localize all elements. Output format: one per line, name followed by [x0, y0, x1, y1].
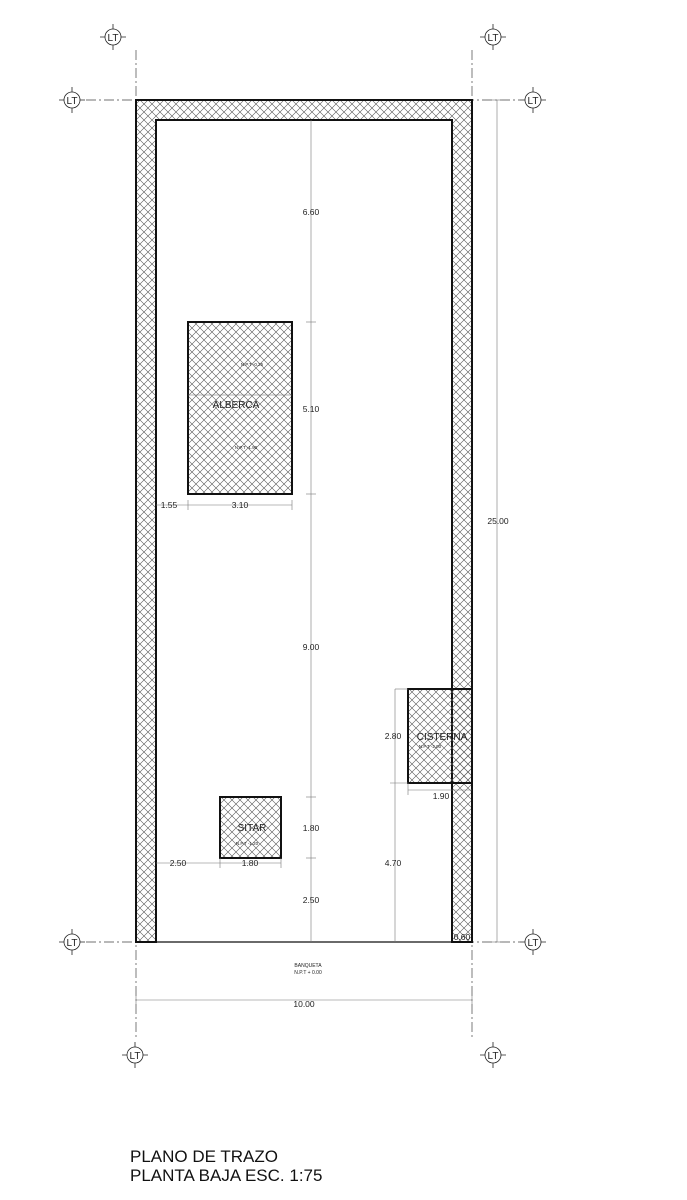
sitar-label: SITAR — [238, 823, 267, 834]
cisterna-label: CISTERNA — [417, 732, 468, 743]
dim-2-50-vertical: 2.50 — [303, 895, 320, 905]
cisterna-level: N.P.T -2.00 — [419, 744, 442, 749]
dimension-lines — [135, 99, 502, 1006]
axis-marker-lt: LT — [480, 1042, 506, 1068]
dim-1-80-vertical: 1.80 — [303, 823, 320, 833]
dim-1-90: 1.90 — [433, 791, 450, 801]
axis-marker-lt: LT — [520, 87, 546, 113]
axis-marker-label: LT — [528, 96, 539, 107]
drawing-subtitle: PLANTA BAJA ESC. 1:75 — [130, 1166, 323, 1185]
axis-marker-lt: LT — [59, 87, 85, 113]
dim-0-60: 0.60 — [454, 932, 471, 942]
sitar: SITAR N.P.T -1.20 — [219, 796, 282, 859]
axis-marker-lt: LT — [122, 1042, 148, 1068]
alberca-level-top: N.P.T -0.25 — [241, 362, 264, 367]
dim-10-00: 10.00 — [293, 999, 315, 1009]
alberca: ALBERCA N.P.T -0.25 N.P.T -1.90 — [187, 321, 293, 495]
dim-6-60: 6.60 — [303, 207, 320, 217]
axis-marker-label: LT — [67, 96, 78, 107]
dim-4-70: 4.70 — [385, 858, 402, 868]
dim-1-80-horizontal: 1.80 — [242, 858, 259, 868]
alberca-level-bottom: N.P.T -1.90 — [235, 445, 258, 450]
axis-marker-label: LT — [67, 938, 78, 949]
sitar-level: N.P.T -1.20 — [236, 841, 259, 846]
perimeter-wall — [135, 99, 473, 943]
axis-marker-label: LT — [488, 33, 499, 44]
dim-2-50-horizontal: 2.50 — [170, 858, 187, 868]
dim-9-00: 9.00 — [303, 642, 320, 652]
axis-marker-lt: LT — [520, 929, 546, 955]
drawing-title: PLANO DE TRAZO — [130, 1147, 278, 1166]
sidewalk-level: N.P.T + 0.00 — [294, 970, 322, 976]
axis-marker-label: LT — [108, 33, 119, 44]
sidewalk-label: BANQUETA — [294, 963, 322, 969]
axis-marker-lt: LT — [100, 24, 126, 50]
axis-marker-label: LT — [130, 1051, 141, 1062]
dim-1-55: 1.55 — [161, 500, 178, 510]
axis-marker-lt: LT — [59, 929, 85, 955]
dim-25-00: 25.00 — [487, 516, 509, 526]
dim-3-10: 3.10 — [232, 500, 249, 510]
dim-5-10: 5.10 — [303, 404, 320, 414]
axis-marker-label: LT — [488, 1051, 499, 1062]
alberca-label: ALBERCA — [213, 400, 260, 411]
axis-marker-lt: LT — [480, 24, 506, 50]
axis-marker-label: LT — [528, 938, 539, 949]
cisterna: CISTERNA N.P.T -2.00 — [407, 688, 473, 784]
dim-2-80: 2.80 — [385, 731, 402, 741]
